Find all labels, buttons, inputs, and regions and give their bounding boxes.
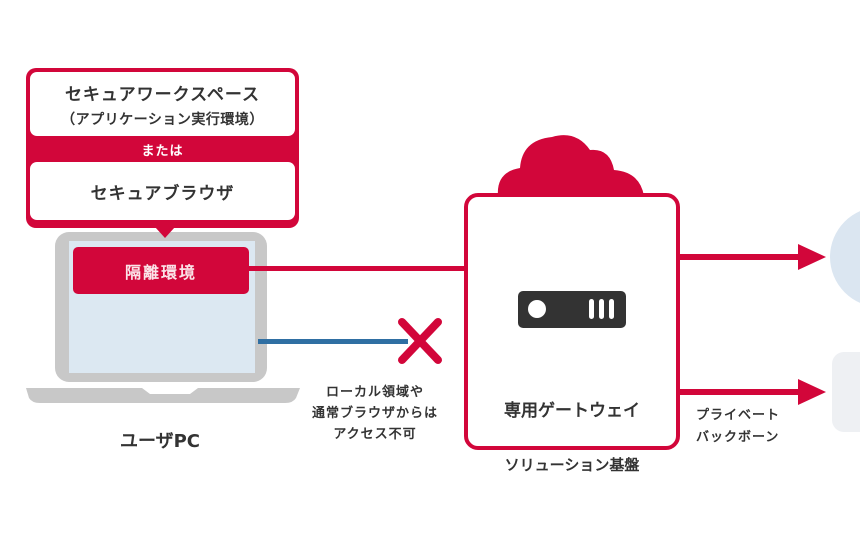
arrow-right-icon	[678, 379, 826, 405]
blocked-access-note-line: アクセス不可	[333, 427, 417, 442]
server-icon	[518, 291, 626, 328]
destination-datacenter	[832, 352, 860, 432]
solution-platform-label: ソリューション基盤	[504, 456, 640, 474]
cross-icon	[398, 318, 442, 364]
secure-workspace-panel: セキュアワークスペース （アプリケーション実行環境）	[30, 72, 295, 136]
laptop-base	[26, 388, 300, 403]
private-backbone-label-line: バックボーン	[696, 430, 780, 445]
private-backbone-label-line: プライベート	[696, 408, 781, 423]
blocked-access-note-line: ローカル領域や	[325, 385, 424, 400]
destination-cloud-service	[830, 211, 860, 303]
secure-environment-callout: セキュアワークスペース （アプリケーション実行環境） または セキュアブラウザ	[26, 68, 299, 228]
blocked-access-note: ローカル領域や 通常ブラウザからは アクセス不可	[300, 382, 450, 445]
cloud-icon	[497, 135, 644, 196]
isolated-environment-box: 隔離環境	[73, 247, 249, 294]
blocked-connection-line	[258, 339, 408, 344]
blocked-access-note-line: 通常ブラウザからは	[311, 406, 438, 421]
arrow-right-icon	[678, 244, 826, 270]
secure-browser-title: セキュアブラウザ	[90, 183, 235, 204]
secure-workspace-title: セキュアワークスペース	[64, 84, 261, 105]
secure-browser-panel: セキュアブラウザ	[30, 162, 295, 220]
callout-pointer	[155, 227, 175, 238]
private-backbone-label: プライベート バックボーン	[696, 405, 806, 449]
or-divider-label: または	[141, 143, 184, 159]
secure-connection-line	[249, 266, 467, 271]
gateway-label: 専用ゲートウェイ	[504, 401, 640, 421]
user-pc-label: ユーザPC	[119, 431, 201, 452]
secure-workspace-subtitle: （アプリケーション実行環境）	[61, 111, 264, 128]
